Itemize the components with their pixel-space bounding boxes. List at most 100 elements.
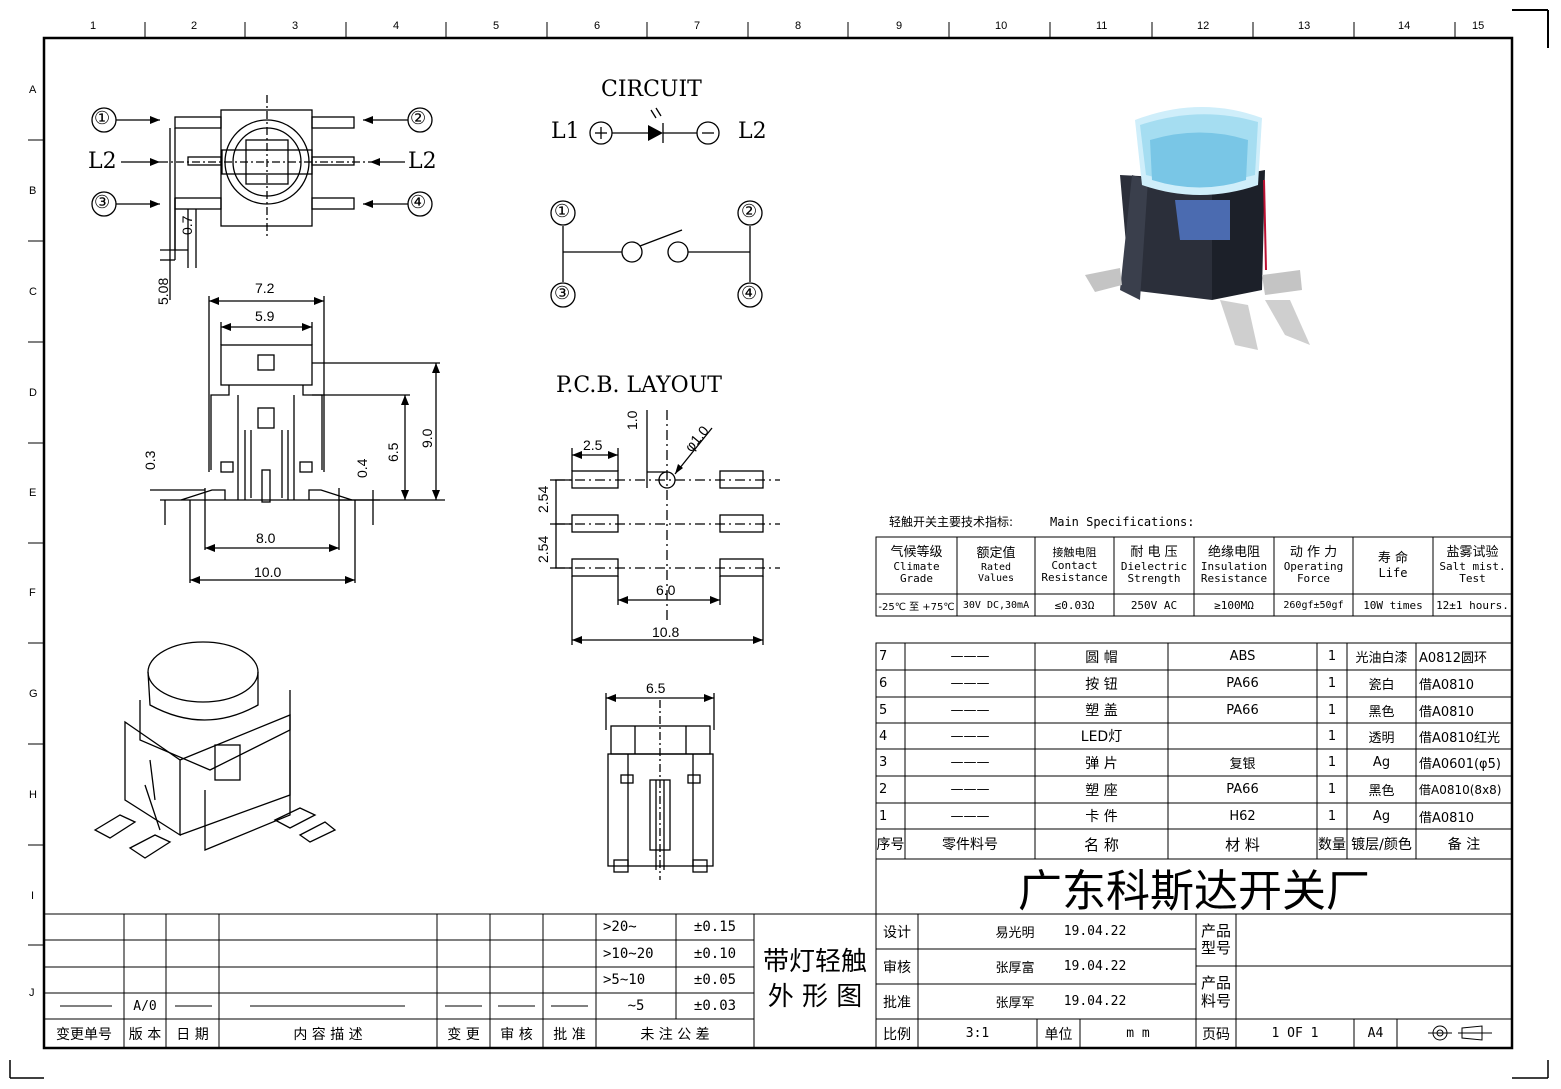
dim-height-total: 9.0	[419, 428, 435, 448]
dim-pin-width: 0.7	[179, 215, 195, 235]
bom-part: ———	[950, 782, 990, 797]
bom-header-no: 序号	[876, 837, 905, 853]
bom-qty: 1	[1327, 755, 1337, 770]
tolerance-range: ~5	[627, 998, 645, 1014]
code-label: 产品 料号	[1196, 966, 1236, 1019]
circuit-title: CIRCUIT	[601, 77, 702, 102]
dim-pitch: 5.08	[155, 277, 171, 305]
bom-header-part: 零件料号	[942, 837, 998, 853]
spec-value: 30V DC,30mA	[962, 599, 1030, 611]
product-name-line2: 外 形 图	[767, 982, 863, 1012]
product-photo	[1085, 106, 1310, 350]
bom-no: 2	[879, 782, 888, 797]
model-label-line2: 型号	[1200, 939, 1231, 957]
circuit-diagram	[550, 107, 763, 308]
col-label: 2	[191, 20, 198, 32]
bom-finish: Ag	[1372, 808, 1391, 824]
top-view	[91, 95, 433, 300]
bom-name: 弹 片	[1085, 755, 1118, 772]
scale-value: 3:1	[965, 1026, 990, 1041]
col-label: 15	[1472, 20, 1485, 32]
pcb-layout	[550, 410, 780, 645]
bom-part: ———	[950, 702, 990, 718]
page-value: 1 OF 1	[1271, 1026, 1319, 1041]
col-label: 10	[995, 20, 1008, 32]
tolerance-value: ±0.05	[693, 972, 737, 988]
bom-header-remark: 备 注	[1447, 837, 1481, 853]
projection-symbol	[1428, 1025, 1492, 1041]
side-view	[150, 296, 445, 583]
circuit-l1: L1	[551, 119, 580, 144]
tolerance-range: >5~10	[603, 972, 646, 988]
title-block-grid	[753, 858, 1513, 1049]
spec-header: 盐雾试验 Salt mist. Test	[1433, 538, 1512, 594]
spec-header-en: Grade	[899, 572, 934, 586]
bom-material: 复银	[1229, 757, 1256, 772]
pin-label-3: ③	[94, 192, 111, 213]
revision-header: 变更单号	[56, 1026, 112, 1043]
bom-finish: 瓷白	[1368, 678, 1395, 693]
tolerance-value: ±0.15	[693, 919, 737, 935]
row-label: C	[29, 286, 37, 298]
col-label: 9	[896, 20, 903, 32]
row-label: H	[29, 789, 37, 801]
spec-title-en: Main Specifications:	[1050, 515, 1195, 529]
front-view	[605, 693, 715, 880]
unit-label: 单位	[1044, 1026, 1073, 1043]
switch-pin-2: ②	[741, 201, 758, 222]
spec-value: 12±1 hours.	[1436, 598, 1509, 612]
code-label-line2: 料号	[1200, 991, 1231, 1010]
revision-header: 批 准	[553, 1026, 586, 1043]
bom-name: 圆 帽	[1085, 649, 1118, 666]
revision-version: A/0	[133, 998, 157, 1014]
row-label: J	[29, 987, 35, 999]
spec-header-en: Climate	[893, 559, 940, 573]
spec-header-en: Test	[1459, 572, 1486, 586]
spec-header: 接触电阻 Contact Resistance	[1035, 538, 1114, 594]
spec-header: 动 作 力 Operating Force	[1274, 538, 1353, 594]
col-label: 13	[1298, 20, 1311, 32]
dim-front-width: 6.5	[646, 680, 666, 696]
spec-header-en: Strength	[1127, 572, 1181, 586]
bom-name: 塑 座	[1085, 782, 1118, 799]
bom-material: PA66	[1226, 702, 1259, 718]
isometric-drawing	[93, 641, 337, 859]
col-label: 12	[1197, 20, 1210, 32]
pin-label-2: ②	[410, 108, 427, 129]
spec-header-en: Resistance	[1041, 571, 1108, 585]
pcb-title: P.C.B. LAYOUT	[556, 373, 722, 398]
bom-header-name: 名 称	[1084, 835, 1119, 854]
revision-header: 变 更	[447, 1026, 480, 1043]
switch-pin-4: ④	[741, 283, 758, 304]
revision-header: 版 本	[128, 1026, 162, 1043]
spec-header-en: Life	[1378, 565, 1408, 580]
bom-finish: 黑色	[1368, 784, 1395, 799]
bom-no: 7	[879, 649, 888, 664]
bom-part: ———	[950, 649, 990, 664]
bom-finish: 透明	[1368, 730, 1395, 746]
company-name: 广东科斯达开关厂	[1018, 865, 1370, 915]
dim-pitch-2: 2.54	[535, 535, 551, 563]
col-label: 8	[795, 20, 802, 32]
bom-part: ———	[950, 808, 990, 824]
bom-material	[1168, 723, 1317, 749]
bom-header-finish: 镀层/颜色	[1351, 837, 1412, 853]
tolerance-range: >10~20	[603, 945, 654, 962]
bom-header-qty: 数量	[1318, 837, 1346, 853]
bom-remark: 借A0601(φ5)	[1419, 757, 1501, 772]
bom-no: 1	[879, 808, 888, 824]
spec-header-cn: 接触电阻	[1052, 546, 1097, 560]
spec-header-en: Values	[977, 573, 1015, 585]
spec-value: 10W times	[1363, 598, 1423, 612]
bom-qty: 1	[1327, 649, 1337, 664]
col-label: 3	[292, 20, 299, 32]
spec-value: 250V AC	[1130, 598, 1178, 612]
spec-value: 260gf±50gf	[1283, 599, 1344, 611]
bom-material: PA66	[1226, 676, 1259, 691]
col-label: 5	[493, 20, 500, 32]
circuit-l2: L2	[738, 119, 767, 144]
bom-no: 6	[879, 676, 888, 691]
spec-header: 寿 命 Life	[1353, 538, 1433, 594]
spec-header-en: Insulation	[1200, 559, 1268, 573]
